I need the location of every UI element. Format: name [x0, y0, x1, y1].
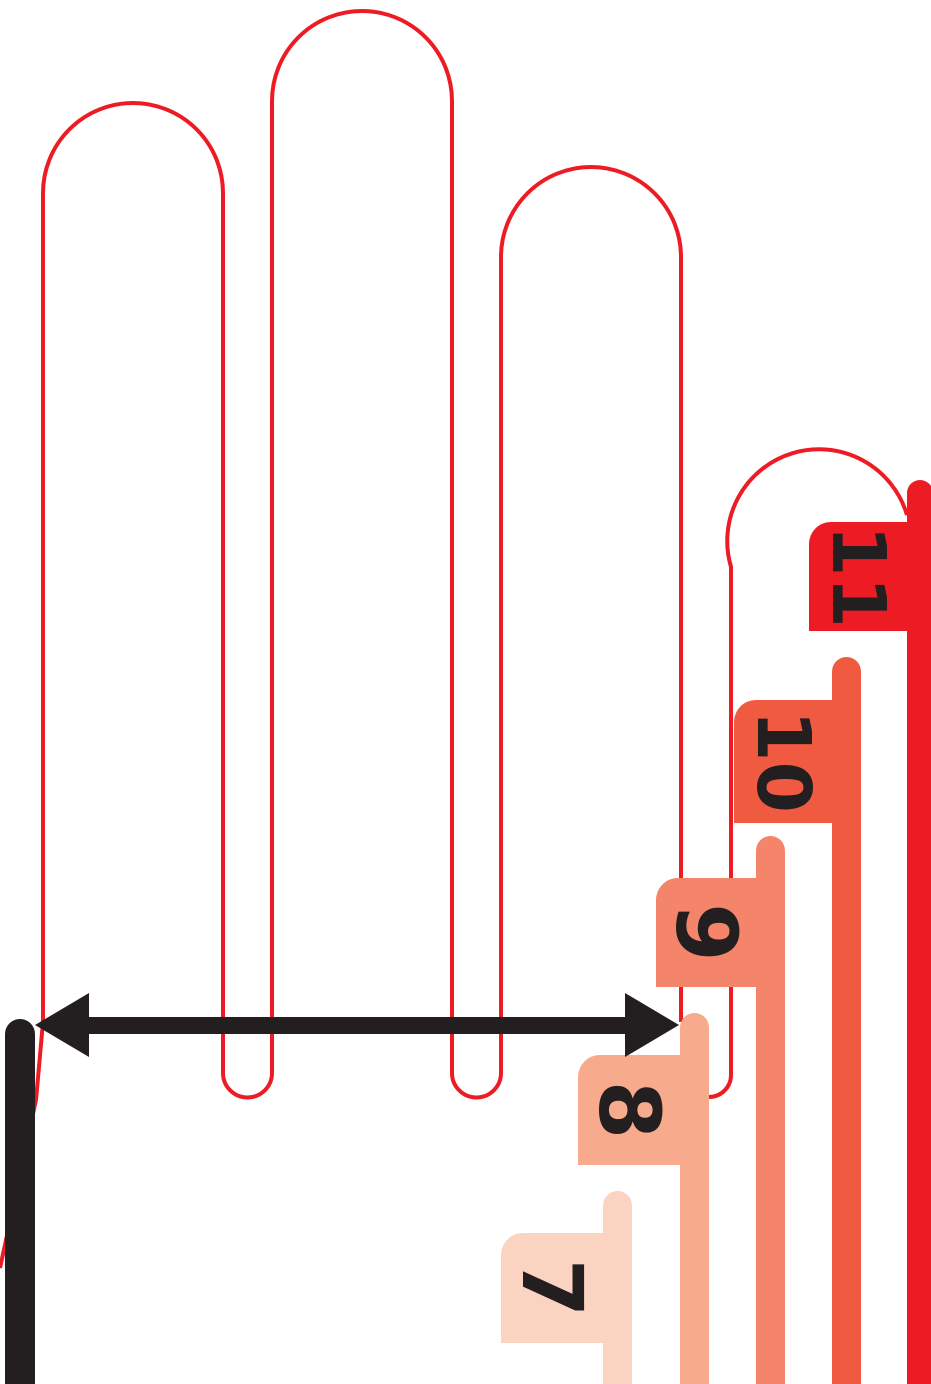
- size-7-marker: 7: [501, 1191, 632, 1384]
- size-9-label: 9: [657, 903, 755, 961]
- size-8-marker: 8: [578, 1013, 709, 1384]
- size-9-tab: [656, 878, 758, 987]
- size-11-label: 11: [815, 525, 901, 628]
- size-9-marker: 9: [656, 836, 785, 1384]
- size-bars: 7 8 9 10 11: [501, 480, 931, 1384]
- size-10-tab: [734, 700, 834, 823]
- hand-outline: [0, 9, 683, 1269]
- size-11-marker: 11: [809, 480, 931, 1384]
- size-11-tab: [809, 522, 909, 631]
- size-10-bar: [832, 657, 861, 1384]
- size-11-bar: [907, 480, 931, 1384]
- size-8-bar: [680, 1013, 709, 1384]
- arrow-head-left: [35, 993, 89, 1057]
- arrow-head-right: [625, 993, 679, 1057]
- size-7-tab: [501, 1233, 605, 1343]
- size-7-label: 7: [503, 1259, 601, 1317]
- size-10-label: 10: [740, 710, 826, 813]
- measure-start-bar: [5, 1019, 35, 1384]
- size-8-tab: [578, 1055, 682, 1165]
- size-7-bar: [603, 1191, 632, 1384]
- size-9-bar: [756, 836, 785, 1384]
- measurement-arrow: [35, 993, 679, 1057]
- arrow-shaft: [75, 1017, 645, 1034]
- size-10-marker: 10: [734, 657, 861, 1384]
- pinky-finger-outline: [708, 447, 909, 1099]
- size-8-label: 8: [580, 1081, 678, 1139]
